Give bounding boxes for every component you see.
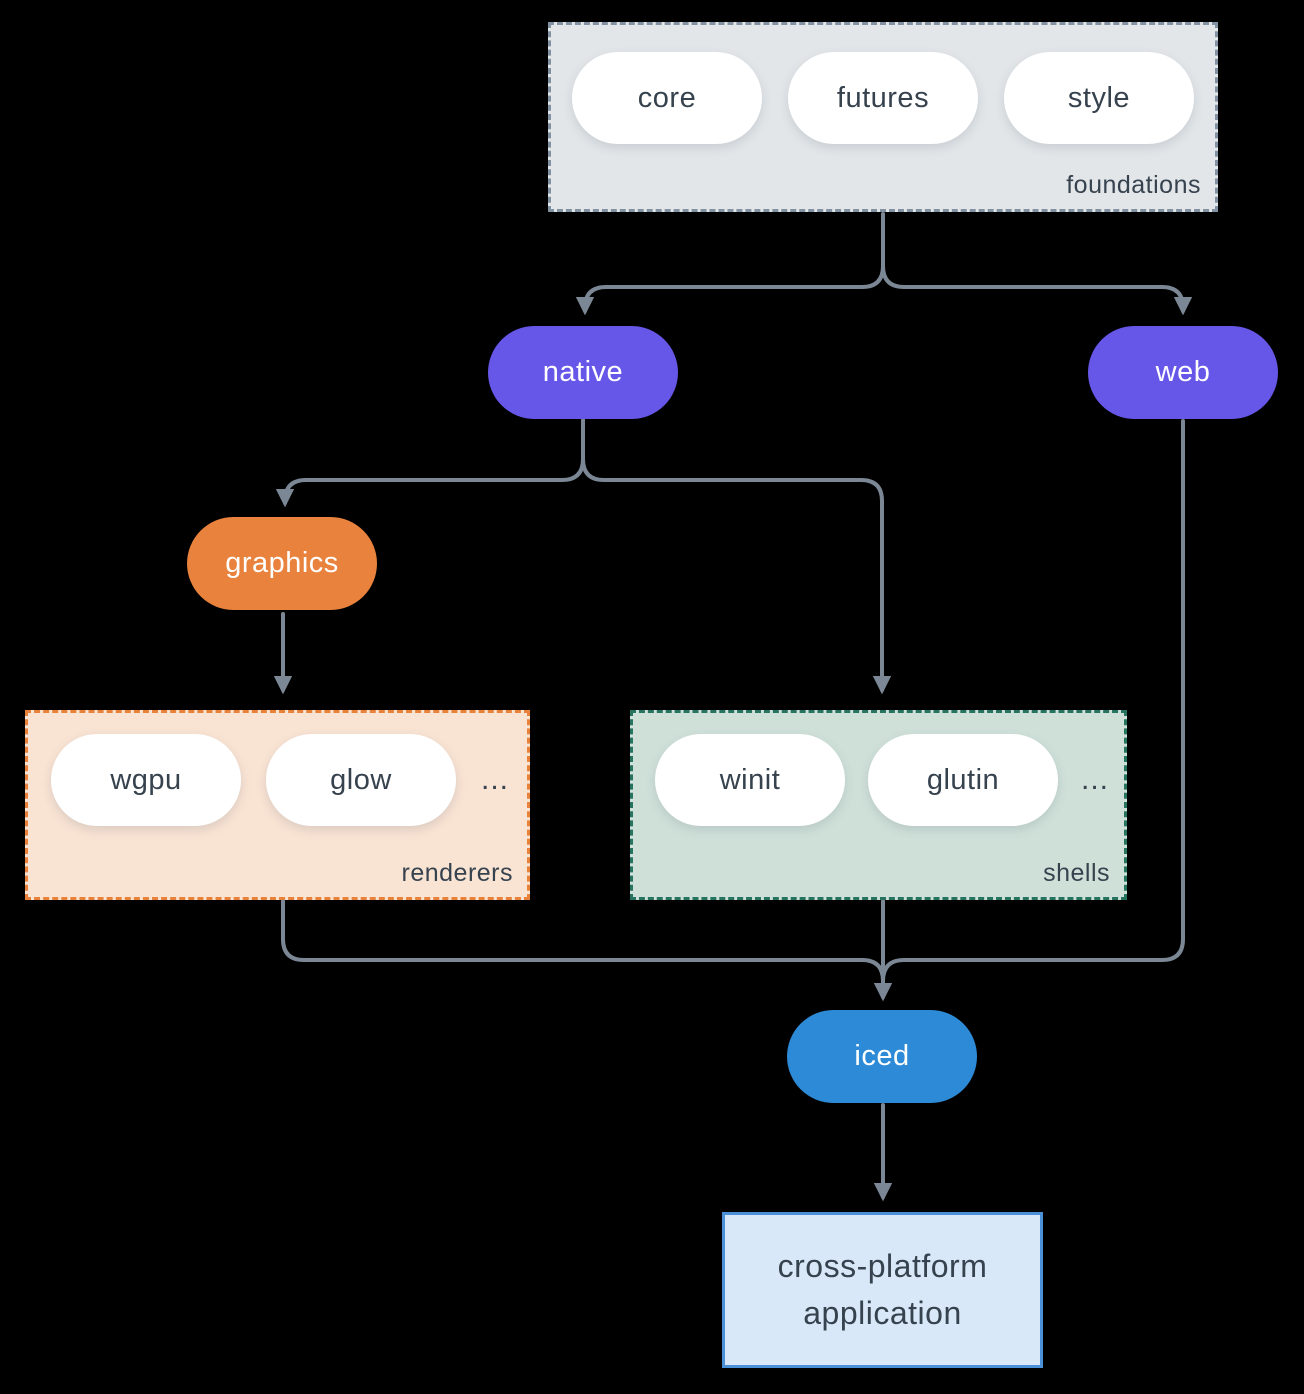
group-shells: winit glutin ... shells xyxy=(630,710,1127,900)
node-native: native xyxy=(488,326,678,419)
edge-foundations-web xyxy=(881,264,1193,316)
node-glow: glow xyxy=(266,734,456,826)
node-cross-platform-application: cross-platform application xyxy=(722,1212,1043,1368)
node-glutin: glutin xyxy=(868,734,1058,826)
group-label-renderers: renderers xyxy=(401,859,513,887)
node-style: style xyxy=(1004,52,1194,144)
node-futures: futures xyxy=(788,52,978,144)
shells-ellipsis: ... xyxy=(1081,763,1110,796)
edge-renderers-merge xyxy=(281,899,885,983)
node-winit: winit xyxy=(655,734,845,826)
edge-native-shells xyxy=(581,457,892,695)
node-iced: iced xyxy=(787,1010,977,1103)
node-graphics: graphics xyxy=(187,517,377,610)
group-label-shells: shells xyxy=(1043,859,1110,887)
node-core: core xyxy=(572,52,762,144)
node-wgpu: wgpu xyxy=(51,734,241,826)
application-label-line2: application xyxy=(803,1295,962,1331)
node-web: web xyxy=(1088,326,1278,419)
group-foundations: core futures style foundations xyxy=(548,22,1218,212)
edge-native-graphics xyxy=(275,457,585,508)
group-renderers: wgpu glow ... renderers xyxy=(25,710,530,900)
group-label-foundations: foundations xyxy=(1066,171,1201,199)
renderers-ellipsis: ... xyxy=(481,763,510,796)
application-label-line1: cross-platform xyxy=(777,1248,988,1284)
edge-foundations-native xyxy=(575,264,885,316)
